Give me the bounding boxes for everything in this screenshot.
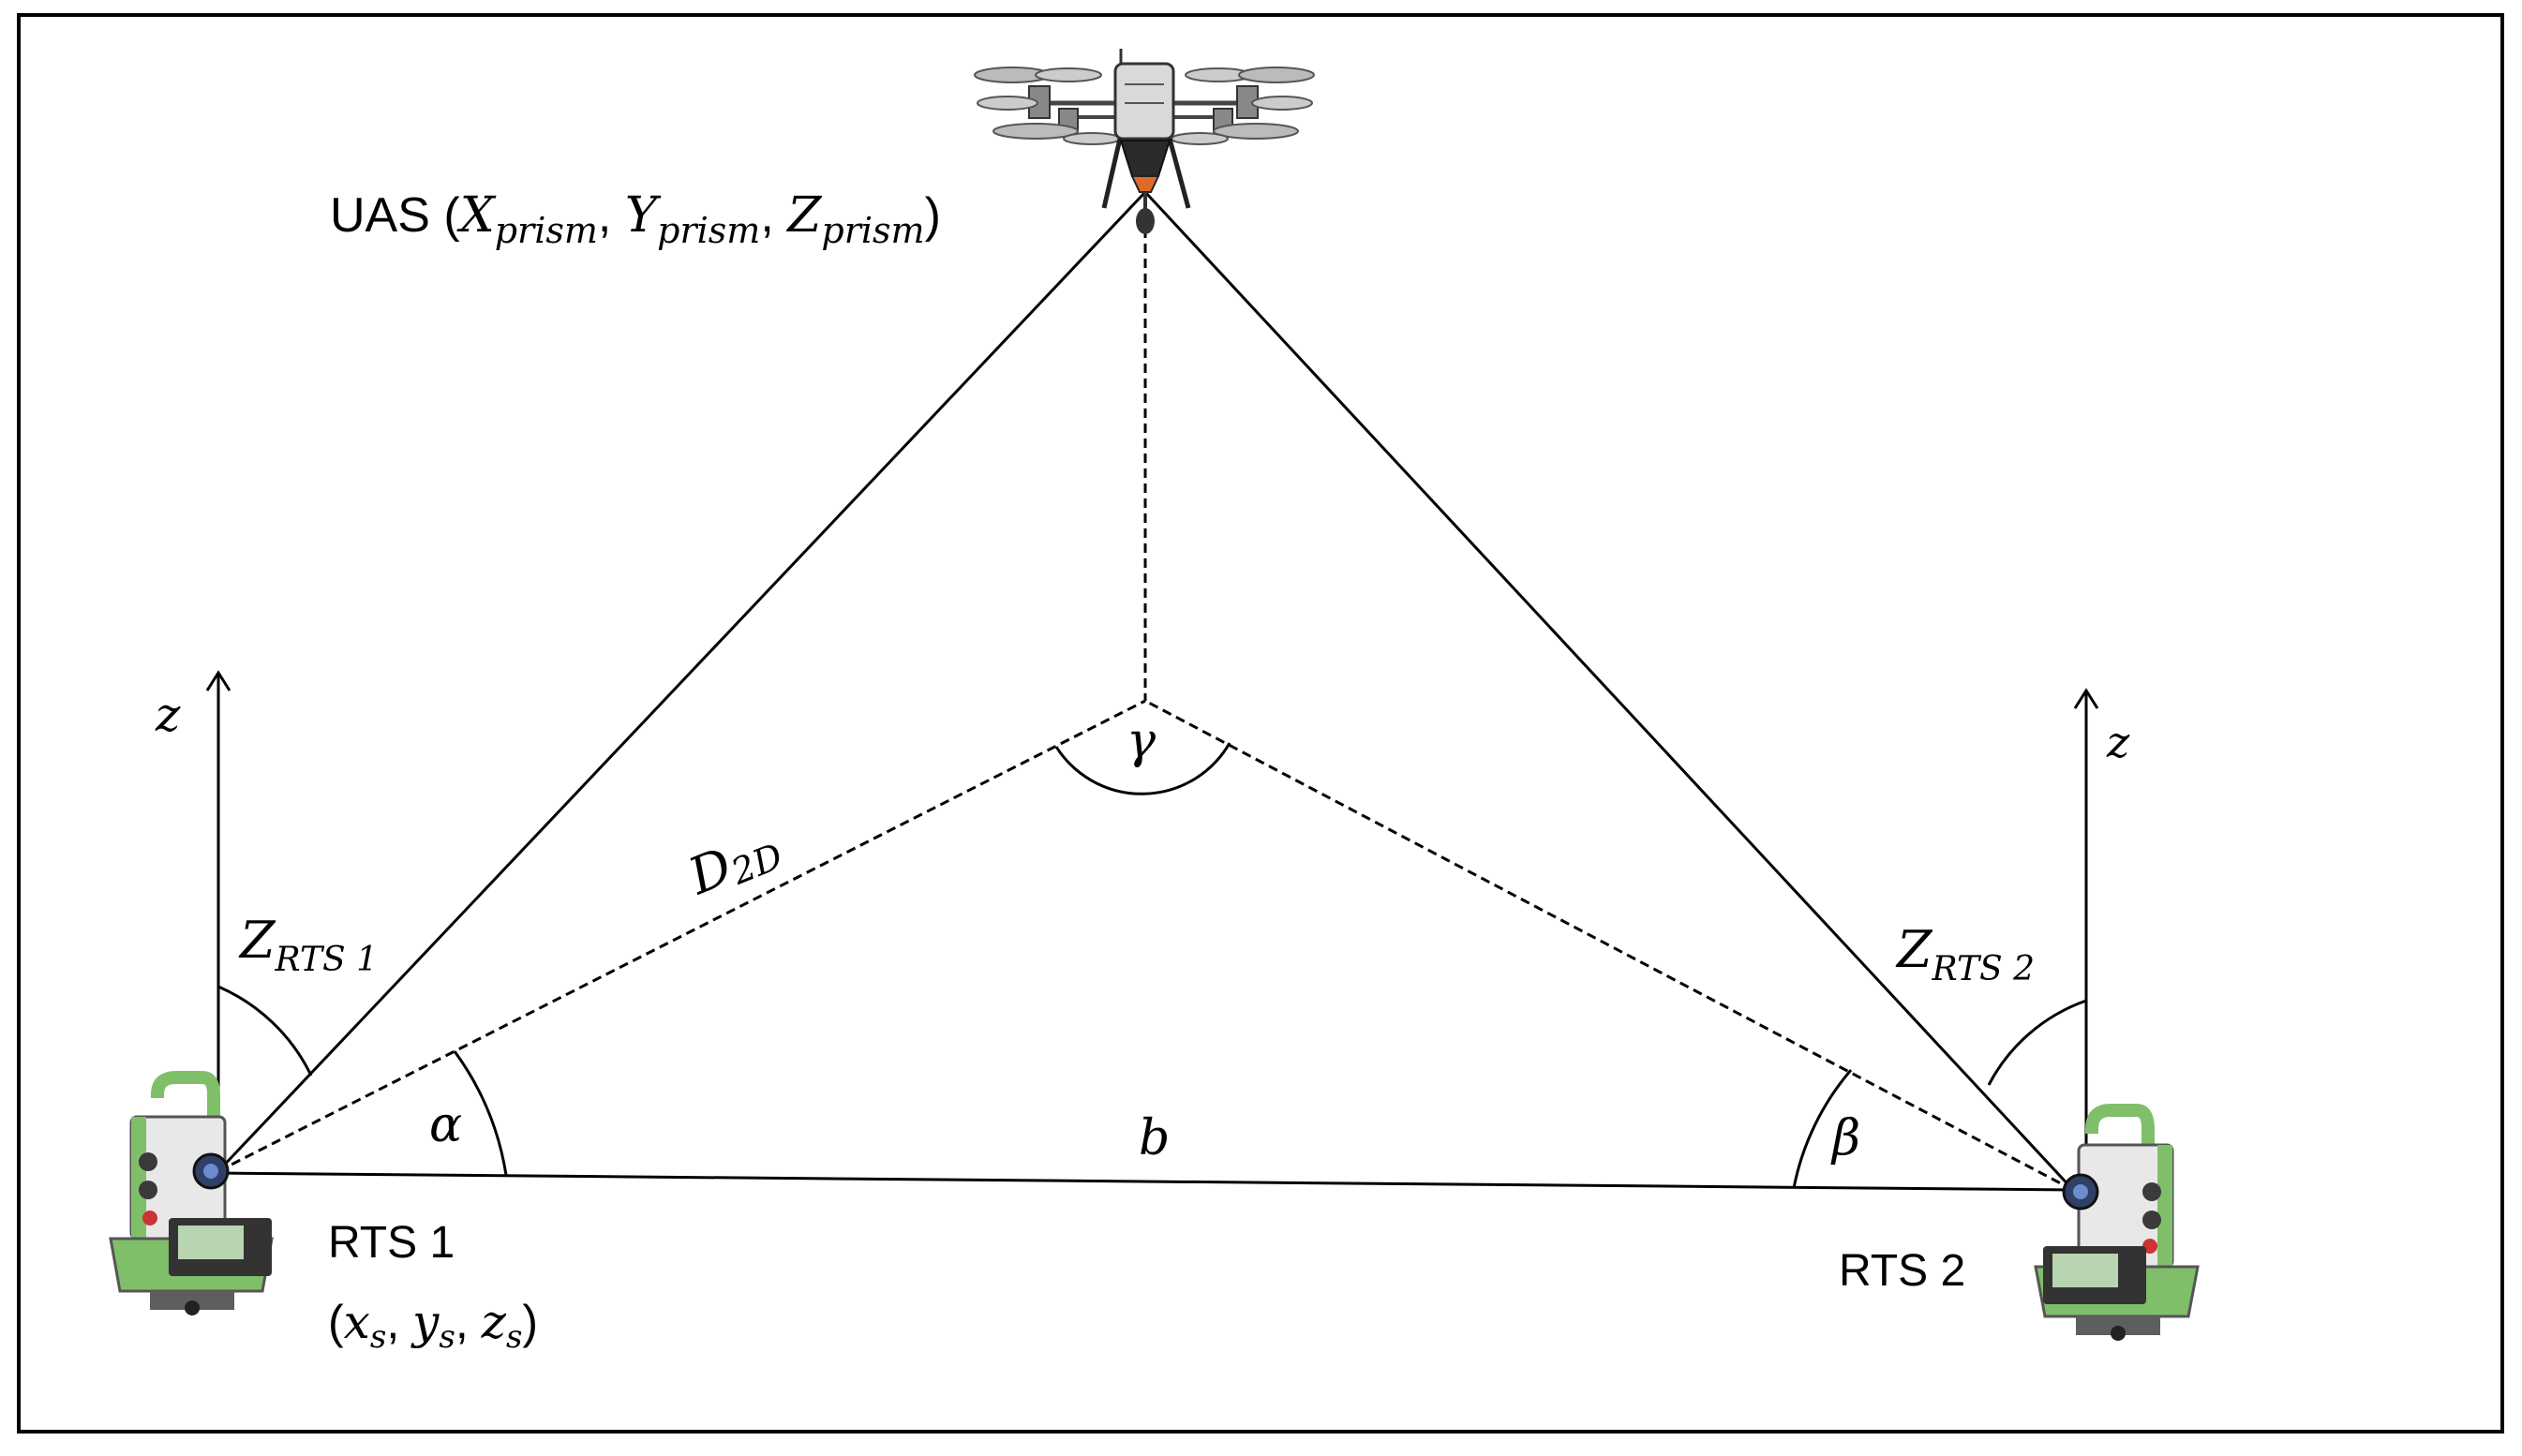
gamma-label: γ: [1127, 713, 1157, 769]
z-axis-label-rts2: z: [2106, 717, 2130, 767]
rts1-coordinates: (xs, ys, zs): [328, 1295, 538, 1356]
uas-label: UAS (Xprism, Yprism, Zprism): [330, 187, 941, 251]
zenith-angle-label-rts1: ZRTS 1: [238, 911, 378, 979]
uas-drone-image: [974, 49, 1315, 234]
figure-frame: [17, 13, 2504, 1434]
horizontal-distance-rts1: [217, 699, 1146, 1173]
horizontal-distance-rts2: [1144, 699, 2074, 1192]
sight-line-rts2-to-uas: [1143, 190, 2075, 1192]
rts1-label: RTS 1: [328, 1218, 455, 1268]
sight-line-rts1-to-uas: [216, 190, 1147, 1173]
z-axis-label-rts1: z: [155, 688, 181, 742]
zenith-arc-rts1: [217, 985, 313, 1077]
rts2-instrument-image: [2034, 1104, 2200, 1341]
beta-label: β: [1830, 1110, 1860, 1166]
baseline-label: b: [1139, 1110, 1170, 1166]
z-axis-rts2: [2073, 688, 2099, 1176]
gamma-arc: [1054, 742, 1231, 795]
rts2-label: RTS 2: [1839, 1246, 1965, 1296]
alpha-arc: [453, 1050, 508, 1176]
zenith-angle-label-rts2: ZRTS 2: [1895, 920, 2035, 988]
baseline-b: [217, 1171, 2074, 1192]
zenith-arc-rts2: [1987, 999, 2087, 1086]
alpha-label: α: [429, 1097, 462, 1153]
horizontal-distance-label: D2D: [679, 817, 788, 908]
beta-arc: [1792, 1069, 1853, 1189]
rts1-instrument-image: [109, 1071, 274, 1315]
